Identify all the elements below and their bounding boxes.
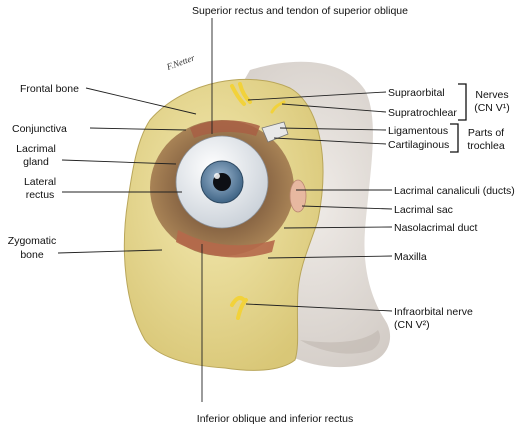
label-infraorbital-2: (CN V²) bbox=[394, 319, 430, 331]
label-ligamentous: Ligamentous bbox=[388, 125, 448, 137]
infraorbital-nerve bbox=[230, 295, 248, 320]
supraorbital-nerve bbox=[230, 82, 252, 106]
leader-conjunctiva bbox=[89, 127, 187, 131]
leader-lacrimal-sac bbox=[301, 205, 393, 210]
label-lateral-rectus-1: Lateral bbox=[24, 176, 56, 188]
trochlea bbox=[261, 121, 289, 143]
label-lacrimal-sac: Lacrimal sac bbox=[394, 204, 453, 216]
label-nerves-2: (CN V¹) bbox=[474, 102, 510, 114]
label-lacrimal-gland-1: Lacrimal bbox=[16, 143, 56, 155]
signature: F.Netter bbox=[164, 52, 196, 72]
label-lateral-rectus-2: rectus bbox=[26, 189, 55, 201]
label-nasolacrimal-duct: Nasolacrimal duct bbox=[394, 222, 478, 234]
leader-zygomatic bbox=[57, 249, 163, 254]
label-supratrochlear: Supratrochlear bbox=[388, 107, 457, 119]
label-trochlea-2: trochlea bbox=[467, 140, 505, 152]
leader-nasolacrimal bbox=[283, 226, 393, 229]
label-conjunctiva: Conjunctiva bbox=[12, 123, 67, 135]
pupil-highlight bbox=[214, 173, 220, 179]
supratrochlear-nerve bbox=[270, 100, 286, 114]
leader-maxilla bbox=[267, 255, 393, 259]
leader-frontal bbox=[85, 87, 197, 115]
label-bottom: Inferior oblique and inferior rectus bbox=[197, 413, 353, 425]
label-supraorbital: Supraorbital bbox=[388, 87, 445, 99]
label-nerves-1: Nerves bbox=[475, 89, 508, 101]
label-lacrimal-canaliculi: Lacrimal canaliculi (ducts) bbox=[394, 185, 515, 197]
inferior-oblique-muscle bbox=[176, 230, 275, 258]
label-maxilla: Maxilla bbox=[394, 251, 427, 263]
leader-supratrochlear bbox=[281, 103, 387, 113]
leader-infraorbital bbox=[245, 303, 393, 312]
label-frontal-bone: Frontal bone bbox=[20, 83, 79, 95]
nerves-brace bbox=[458, 83, 467, 121]
nose-shadow bbox=[300, 330, 380, 354]
label-lacrimal-gland-2: gland bbox=[23, 156, 49, 168]
label-top: Superior rectus and tendon of superior o… bbox=[192, 5, 408, 17]
superior-rectus-muscle bbox=[190, 120, 260, 138]
leader-lacrimal-gland bbox=[61, 159, 177, 165]
trochlea-brace bbox=[450, 123, 459, 153]
label-cartilaginous: Cartilaginous bbox=[388, 139, 449, 151]
label-trochlea-1: Parts of bbox=[468, 127, 504, 139]
leader-cartilaginous bbox=[273, 137, 387, 145]
label-zygomatic-2: bone bbox=[20, 249, 44, 261]
leader-supraorbital bbox=[247, 91, 387, 101]
label-zygomatic-1: Zygomatic bbox=[8, 235, 56, 247]
label-infraorbital-1: Infraorbital nerve bbox=[394, 306, 473, 318]
leader-ligamentous bbox=[279, 127, 387, 131]
lacrimal-sac-shape bbox=[289, 179, 307, 213]
